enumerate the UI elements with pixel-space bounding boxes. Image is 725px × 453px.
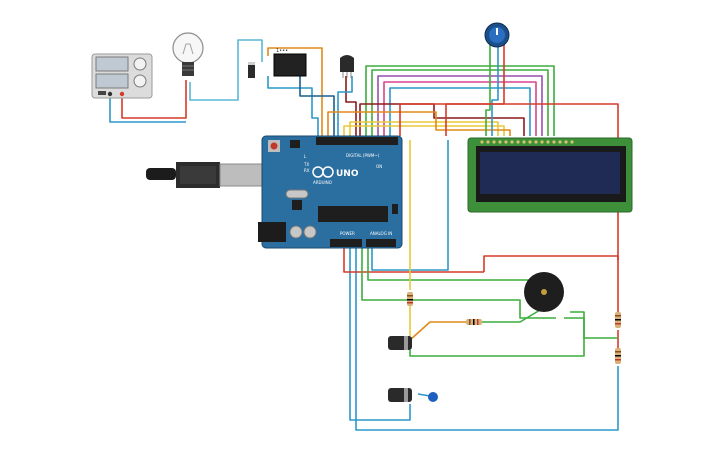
light-bulb[interactable] — [172, 32, 204, 76]
wire-orange-lcd[interactable] — [327, 111, 511, 136]
resistor-vertical-left[interactable] — [407, 292, 413, 306]
wire-blue-supply[interactable] — [109, 96, 186, 123]
relay[interactable]: 1••• — [273, 48, 307, 77]
transistor[interactable] — [340, 55, 354, 78]
electrolytic-capacitor-2[interactable] — [388, 388, 412, 402]
supply-terminal-neg[interactable] — [107, 91, 113, 97]
power-header-label: POWER — [340, 231, 355, 236]
wire-blue-relay[interactable] — [267, 76, 319, 136]
lcd-pin[interactable] — [486, 140, 490, 144]
lcd-pin[interactable] — [558, 140, 562, 144]
power-supply[interactable] — [91, 53, 153, 99]
l-label: L — [304, 154, 307, 159]
wire-blue-cap2[interactable] — [417, 393, 431, 397]
arduino-logo — [312, 166, 334, 178]
wire-darkred-transistor[interactable] — [345, 76, 357, 136]
wire-yellow-lcd-2[interactable] — [343, 125, 505, 136]
lcd-pin[interactable] — [570, 140, 574, 144]
arduino-model: UNO — [336, 169, 359, 179]
wire-green-cap[interactable] — [409, 317, 585, 357]
wire-green-pot[interactable] — [485, 40, 491, 136]
lcd-pin[interactable] — [522, 140, 526, 144]
piezo-buzzer[interactable] — [524, 272, 564, 312]
electrolytic-capacitor-1[interactable] — [388, 336, 412, 350]
wire-pink-lcd[interactable] — [383, 81, 537, 136]
wire-green-res[interactable] — [480, 309, 541, 323]
wire-cyan-bulb-relay[interactable] — [189, 39, 263, 101]
digital-header-label: DIGITAL (PWM~) — [346, 153, 380, 158]
power-header[interactable] — [330, 239, 362, 247]
lcd-16x2[interactable] — [467, 137, 633, 213]
wire-red-right[interactable] — [483, 255, 619, 312]
wire-blue-pot[interactable] — [491, 40, 499, 136]
arduino-brand: ARDUINO — [313, 180, 332, 185]
analog-header-label: ANALOG IN — [370, 231, 392, 236]
lcd-pin[interactable] — [540, 140, 544, 144]
resistor-right-top[interactable] — [615, 312, 621, 328]
wire-blue-bottom[interactable] — [355, 248, 619, 431]
wire-orange-cap[interactable] — [409, 321, 466, 341]
ceramic-capacitor[interactable] — [428, 392, 438, 402]
wire-purple-lcd[interactable] — [377, 75, 543, 136]
wire-green-lcd-2[interactable] — [365, 65, 555, 136]
wire-red-supply[interactable] — [121, 80, 187, 119]
power-jack[interactable] — [258, 222, 286, 242]
usb-cable[interactable] — [146, 162, 267, 188]
wire-darkblue-relay[interactable] — [299, 60, 335, 136]
resistor-right-bottom[interactable] — [615, 348, 621, 364]
tx-label: TX — [303, 162, 309, 167]
wire-red-power[interactable] — [343, 248, 484, 273]
lcd-screen — [480, 152, 620, 194]
wire-green-right[interactable] — [570, 311, 618, 339]
lcd-pin[interactable] — [516, 140, 520, 144]
lcd-pin[interactable] — [492, 140, 496, 144]
lcd-pin[interactable] — [504, 140, 508, 144]
resistor-horizontal[interactable] — [466, 319, 482, 325]
relay-label: 1••• — [276, 48, 288, 54]
wire-layer — [109, 39, 619, 431]
lcd-pin[interactable] — [498, 140, 502, 144]
rx-label: RX — [304, 168, 310, 173]
lcd-pin[interactable] — [546, 140, 550, 144]
analog-header[interactable] — [366, 239, 396, 247]
wire-blue-bottom-2[interactable] — [349, 248, 411, 421]
lcd-pin[interactable] — [552, 140, 556, 144]
lcd-pin[interactable] — [528, 140, 532, 144]
lcd-pin[interactable] — [534, 140, 538, 144]
lcd-pin[interactable] — [564, 140, 568, 144]
potentiometer[interactable] — [484, 22, 510, 48]
arduino-uno[interactable]: DIGITAL (PWM~) UNO ARDUINO TX RX ON L PO… — [258, 135, 403, 249]
diode[interactable] — [248, 62, 255, 78]
wire-green-lcd-1[interactable] — [371, 69, 549, 136]
atmega-chip — [318, 206, 388, 222]
digital-header[interactable] — [316, 137, 398, 145]
lcd-pin[interactable] — [510, 140, 514, 144]
wire-orange-relay[interactable] — [267, 47, 323, 136]
on-label: ON — [376, 164, 382, 169]
wire-green-loop[interactable] — [361, 248, 556, 319]
lcd-pin[interactable] — [480, 140, 484, 144]
lcd-pin-row[interactable] — [480, 140, 574, 144]
wire-darkred-lcd[interactable] — [359, 103, 525, 136]
wire-yellow-lcd[interactable] — [349, 121, 499, 136]
wire-blue-transistor[interactable] — [337, 76, 353, 136]
supply-terminal-pos[interactable] — [119, 91, 125, 97]
